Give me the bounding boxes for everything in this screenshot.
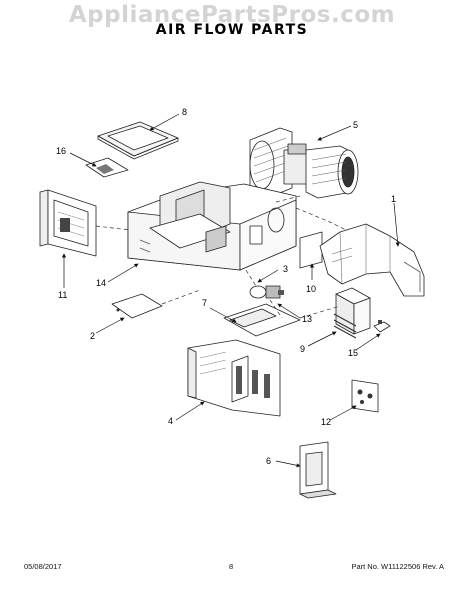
part-side-air-duct xyxy=(319,223,425,297)
callout-13: 13 xyxy=(302,314,312,324)
assembly-guide-lines xyxy=(95,195,347,319)
callout-16: 16 xyxy=(56,146,66,156)
part-bracket xyxy=(299,441,337,499)
callout-7: 7 xyxy=(202,298,207,308)
part-filter-frame xyxy=(97,121,179,160)
part-transformer xyxy=(333,287,371,339)
part-grille-panel xyxy=(39,189,97,257)
callout-5: 5 xyxy=(353,120,358,130)
part-duct-plate xyxy=(299,231,323,269)
callout-2: 2 xyxy=(90,331,95,341)
part-light-cover xyxy=(111,293,163,319)
part-vent-panel xyxy=(187,339,281,417)
page-title: AIR FLOW PARTS xyxy=(155,22,309,38)
footer-part-number: Part No. W11122506 Rev. A xyxy=(351,562,444,571)
callout-1: 1 xyxy=(391,194,396,204)
part-air-plate xyxy=(223,303,301,337)
part-switch xyxy=(373,320,391,333)
part-air-duct-housing xyxy=(127,181,297,271)
callout-15: 15 xyxy=(348,348,358,358)
footer-date: 05/08/2017 xyxy=(24,562,62,571)
watermark: AppliancePartsPros.com xyxy=(68,2,396,28)
callout-6: 6 xyxy=(266,456,271,466)
part-lamp-socket xyxy=(249,285,284,299)
callout-labels: 8 16 5 1 3 2 11 14 10 7 13 9 15 4 12 6 xyxy=(56,107,396,466)
callout-4: 4 xyxy=(168,416,173,426)
part-mounting-plate xyxy=(351,379,379,413)
part-grease-filter xyxy=(85,157,129,178)
callout-14: 14 xyxy=(96,278,106,288)
footer-page-number: 8 xyxy=(229,562,234,571)
callout-10: 10 xyxy=(306,284,316,294)
callout-leader-lines xyxy=(61,113,400,468)
callout-3: 3 xyxy=(283,264,288,274)
callout-9: 9 xyxy=(300,344,305,354)
callout-12: 12 xyxy=(321,417,331,427)
callout-8: 8 xyxy=(182,107,187,117)
callout-11: 11 xyxy=(58,290,67,300)
part-blower-motor xyxy=(249,127,359,201)
